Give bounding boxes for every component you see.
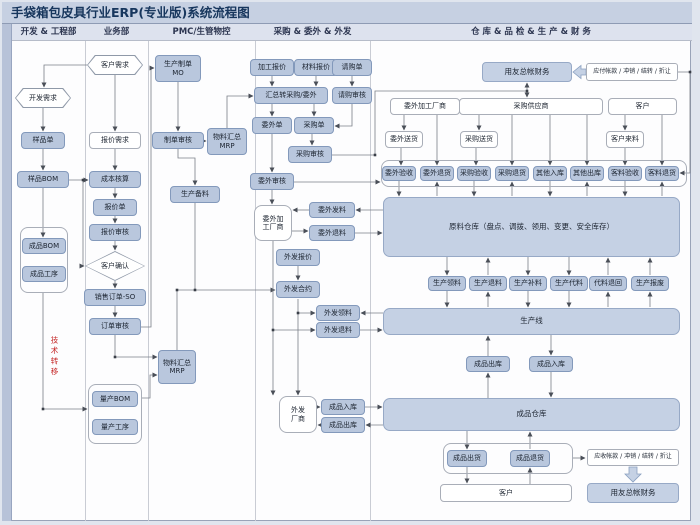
node-prod-prep: 生产备料 xyxy=(170,186,220,203)
lane-header-row xyxy=(2,24,692,41)
node-p4: 生产代料 xyxy=(550,276,588,291)
lane-header-sales: 业务部 xyxy=(103,27,130,37)
node-ap: 应付帐款 / 冲销 / 结转 / 折让 xyxy=(586,63,678,81)
node-sub-factory: 委外加工厂商 xyxy=(390,98,460,115)
node-po: 采购单 xyxy=(294,117,334,134)
lane-divider xyxy=(148,41,149,521)
node-po-deliver: 采购送货 xyxy=(460,131,498,148)
node-r3: 采购验收 xyxy=(457,166,491,181)
node-p1: 生产领料 xyxy=(428,276,466,291)
node-mp-bom: 量产BOM xyxy=(92,391,138,407)
node-prod-line: 生产线 xyxy=(383,308,680,335)
node-r1: 委外验收 xyxy=(382,166,416,181)
node-fg-return: 成品退货 xyxy=(510,450,550,467)
lane-strip xyxy=(2,24,12,521)
node-sub-deliver: 委外送货 xyxy=(385,131,423,148)
node-order-audit: 订单审核 xyxy=(89,318,141,335)
lane-header-pmc: PMC/生管物控 xyxy=(172,27,231,37)
node-r6: 其他出库 xyxy=(570,166,604,181)
node-fg-ship: 成品出货 xyxy=(447,450,487,467)
node-dev-demand: 开发需求 xyxy=(15,88,71,108)
lane-header-purchasing: 采购 & 委外 & 外发 xyxy=(273,27,352,37)
group-c3 xyxy=(381,160,687,187)
node-raw-wh: 原料仓库（盘点、调拨、领用、变更、安全库存） xyxy=(383,197,680,257)
node-pr-audit: 请购审核 xyxy=(332,87,372,104)
node-quote-demand: 报价需求 xyxy=(89,132,141,149)
node-p3: 生产补料 xyxy=(509,276,547,291)
lane-divider xyxy=(370,41,371,521)
node-fg-wh: 成品仓库 xyxy=(383,398,680,431)
group-c1 xyxy=(20,227,68,293)
node-r7: 客料验收 xyxy=(608,166,642,181)
node-cost-calc: 成本核算 xyxy=(89,171,141,188)
node-supplier: 采购供应商 xyxy=(459,98,603,115)
node-cust-material: 客户来料 xyxy=(606,131,644,148)
node-r4: 采购退货 xyxy=(495,166,529,181)
node-po-audit: 采购审核 xyxy=(288,146,332,163)
lane-divider xyxy=(255,41,256,521)
diagram-title: 手袋箱包皮具行业ERP(专业版)系统流程图 xyxy=(2,2,692,24)
group-c4 xyxy=(443,443,573,474)
node-uf-bottom: 用友总帐财务 xyxy=(587,483,679,503)
node-out-issue: 外发领料 xyxy=(316,305,360,321)
node-sample-bom: 样品BOM xyxy=(17,171,69,188)
node-customer-bottom: 客户 xyxy=(440,484,572,502)
node-fg-out: 成品出库 xyxy=(466,356,510,372)
node-fg-in-sub: 成品入库 xyxy=(321,399,365,415)
node-fg-bom: 成品BOM xyxy=(22,238,66,254)
node-ar: 应收帐款 / 冲销 / 结转 / 折让 xyxy=(587,449,679,466)
node-out-quote: 外发报价 xyxy=(276,249,320,266)
node-p2: 生产退料 xyxy=(469,276,507,291)
tech-transfer-note: 技术转移 xyxy=(50,336,59,378)
node-out-return: 外发退料 xyxy=(316,322,360,338)
node-mp-process: 量产工序 xyxy=(92,419,138,435)
node-customer-top: 客户 xyxy=(608,98,677,115)
node-pr: 请购单 xyxy=(332,59,372,76)
node-sub-return: 委外退料 xyxy=(309,225,355,241)
node-sample-order: 样品单 xyxy=(21,132,65,149)
node-fg-out-sub: 成品出库 xyxy=(321,417,365,433)
lane-header-rd: 开发 & 工程部 xyxy=(20,27,77,37)
group-c2 xyxy=(88,384,142,444)
node-sub-order: 委外单 xyxy=(252,117,292,134)
node-sub-audit: 委外审核 xyxy=(250,173,294,190)
node-uf-top: 用友总帐财务 xyxy=(482,62,572,82)
node-quote-audit: 报价审核 xyxy=(89,224,141,241)
node-p6: 生产报废 xyxy=(631,276,669,291)
node-proc-quote: 加工报价 xyxy=(250,59,294,76)
node-r5: 其他入库 xyxy=(533,166,567,181)
node-p5: 代料退回 xyxy=(589,276,627,291)
node-cust-confirm: 客户确认 xyxy=(85,251,145,281)
node-sub-issue: 委外发料 xyxy=(309,202,355,218)
node-cust-demand: 客户需求 xyxy=(87,55,143,75)
node-out-contract: 外发合约 xyxy=(276,281,320,298)
node-mo-audit: 制单审核 xyxy=(152,132,204,149)
node-quote: 报价单 xyxy=(93,199,137,216)
node-r8: 客料退货 xyxy=(645,166,679,181)
node-fg-process: 成品工序 xyxy=(22,266,66,282)
node-sub-vendor: 委外加工厂商 xyxy=(254,205,292,241)
node-fg-in: 成品入库 xyxy=(529,356,573,372)
node-out-vendor: 外发厂商 xyxy=(279,396,317,433)
node-sum-po: 汇总转采购/委外 xyxy=(254,87,328,104)
node-sales-order: 销售订单-SO xyxy=(84,289,146,306)
lane-divider xyxy=(85,41,86,521)
lane-header-warehouse: 仓 库 & 品 检 & 生 产 & 财 务 xyxy=(471,27,591,37)
node-r2: 委外退货 xyxy=(420,166,454,181)
